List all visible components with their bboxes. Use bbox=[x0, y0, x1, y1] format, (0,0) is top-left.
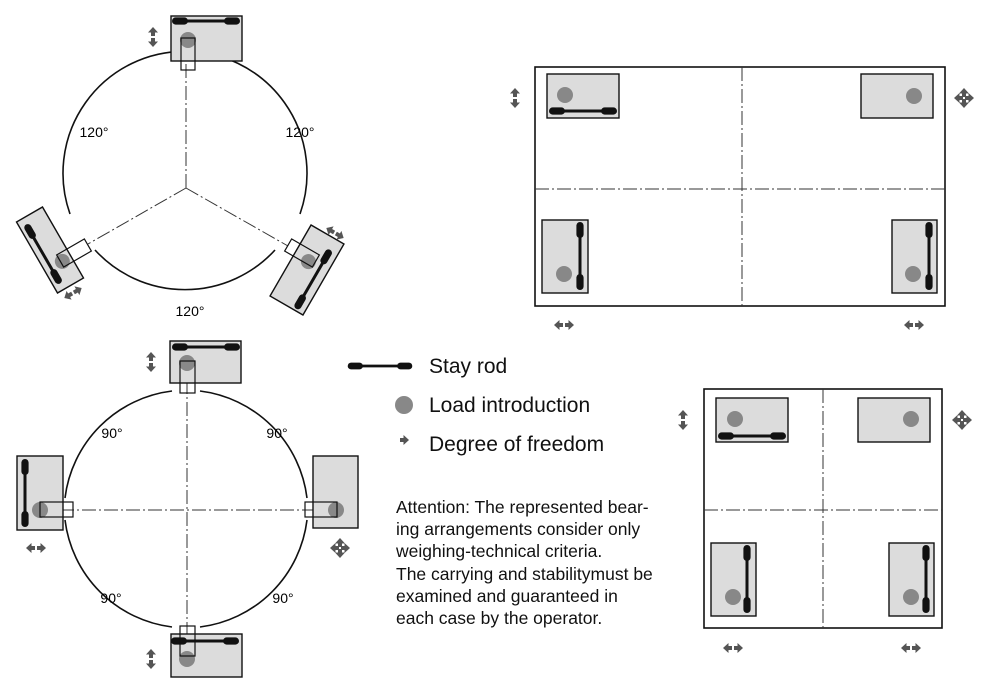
four-way-arrow-icon bbox=[952, 410, 972, 430]
arrow-icon bbox=[554, 320, 574, 330]
load-dot-icon bbox=[179, 355, 195, 371]
bearing-block bbox=[180, 37, 196, 71]
load-dot-icon bbox=[906, 88, 922, 104]
arrow-icon bbox=[901, 643, 921, 653]
load-dot-icon bbox=[557, 87, 573, 103]
legend-degree-of-freedom-label: Degree of freedom bbox=[429, 433, 604, 456]
pad-top bbox=[146, 340, 242, 394]
pad-top-right bbox=[860, 73, 974, 119]
arrow-icon bbox=[400, 435, 409, 445]
pad-top bbox=[148, 15, 243, 71]
load-dot-icon bbox=[179, 651, 195, 667]
pad-lower-left bbox=[15, 206, 85, 294]
attention-note: Attention: The represented bear- ing arr… bbox=[396, 496, 696, 629]
legend-load-introduction-label: Load introduction bbox=[429, 394, 590, 417]
load-dot-icon bbox=[180, 32, 196, 48]
angle-label: 90° bbox=[272, 590, 293, 606]
angle-label: 120° bbox=[80, 124, 109, 140]
center-lines bbox=[87, 50, 289, 247]
pad-top-right bbox=[857, 397, 972, 443]
circle-arc-lower bbox=[94, 249, 276, 291]
bearing-block bbox=[179, 625, 196, 657]
arrow-icon bbox=[146, 649, 156, 669]
pad-top-left bbox=[510, 73, 620, 119]
pad-top-left bbox=[678, 397, 789, 443]
pad-lower-right bbox=[269, 224, 345, 316]
pad-bottom bbox=[146, 625, 243, 678]
angle-label: 120° bbox=[286, 124, 315, 140]
bearing-block bbox=[179, 360, 196, 394]
load-dot-icon bbox=[556, 266, 572, 282]
pad-bottom-left bbox=[710, 542, 757, 653]
rect-arrangement-square bbox=[678, 388, 972, 653]
note-line: The carrying and stabilitymust be bbox=[396, 563, 653, 584]
four-way-arrow-icon bbox=[148, 27, 158, 47]
note-line: each case by the operator. bbox=[396, 608, 603, 629]
load-dot-icon bbox=[905, 266, 921, 282]
pad-bottom-left bbox=[541, 219, 589, 330]
bearing-block bbox=[55, 238, 93, 268]
pad-right bbox=[304, 455, 359, 558]
pad-bottom-right bbox=[891, 219, 938, 330]
load-dot-icon bbox=[395, 396, 413, 414]
arrow-icon bbox=[146, 352, 156, 372]
load-dot-icon bbox=[903, 411, 919, 427]
arrow-icon bbox=[723, 643, 743, 653]
note-line: weighing-technical criteria. bbox=[396, 541, 603, 562]
load-dot-icon bbox=[328, 502, 344, 518]
center-lines bbox=[60, 380, 315, 640]
load-dot-icon bbox=[903, 589, 919, 605]
stay-rod-icon bbox=[346, 361, 414, 371]
bearing-block bbox=[283, 238, 321, 268]
note-line: Attention: The represented bear- bbox=[396, 497, 649, 517]
pad-left bbox=[16, 455, 74, 553]
bearing-block bbox=[304, 501, 338, 518]
bearing-block bbox=[39, 501, 74, 518]
angle-label: 90° bbox=[101, 425, 122, 441]
load-dot-icon bbox=[725, 589, 741, 605]
load-dot-icon bbox=[300, 254, 316, 270]
arrow-icon bbox=[26, 543, 46, 553]
angle-label: 90° bbox=[266, 425, 287, 441]
three-point-arrangement: 120° 120° 120° bbox=[15, 15, 347, 319]
arrow-icon bbox=[904, 320, 924, 330]
four-point-arrangement: 90° 90° 90° 90° bbox=[16, 340, 359, 678]
load-dot-icon bbox=[727, 411, 743, 427]
angle-label: 120° bbox=[176, 303, 205, 319]
rect-arrangement-large bbox=[510, 66, 974, 330]
legend-stay-rod-label: Stay rod bbox=[429, 355, 507, 378]
angle-label: 90° bbox=[100, 590, 121, 606]
note-line: examined and guaranteed in bbox=[396, 585, 618, 606]
pad-bottom-right bbox=[888, 542, 935, 653]
note-line: ing arrangements consider only bbox=[396, 519, 641, 540]
four-way-arrow-icon bbox=[330, 538, 350, 558]
legend: Stay rod Load introduction Degree of fre… bbox=[346, 355, 604, 456]
arrow-icon bbox=[510, 88, 520, 108]
arrow-icon bbox=[678, 410, 688, 430]
four-way-arrow-icon bbox=[954, 88, 974, 108]
